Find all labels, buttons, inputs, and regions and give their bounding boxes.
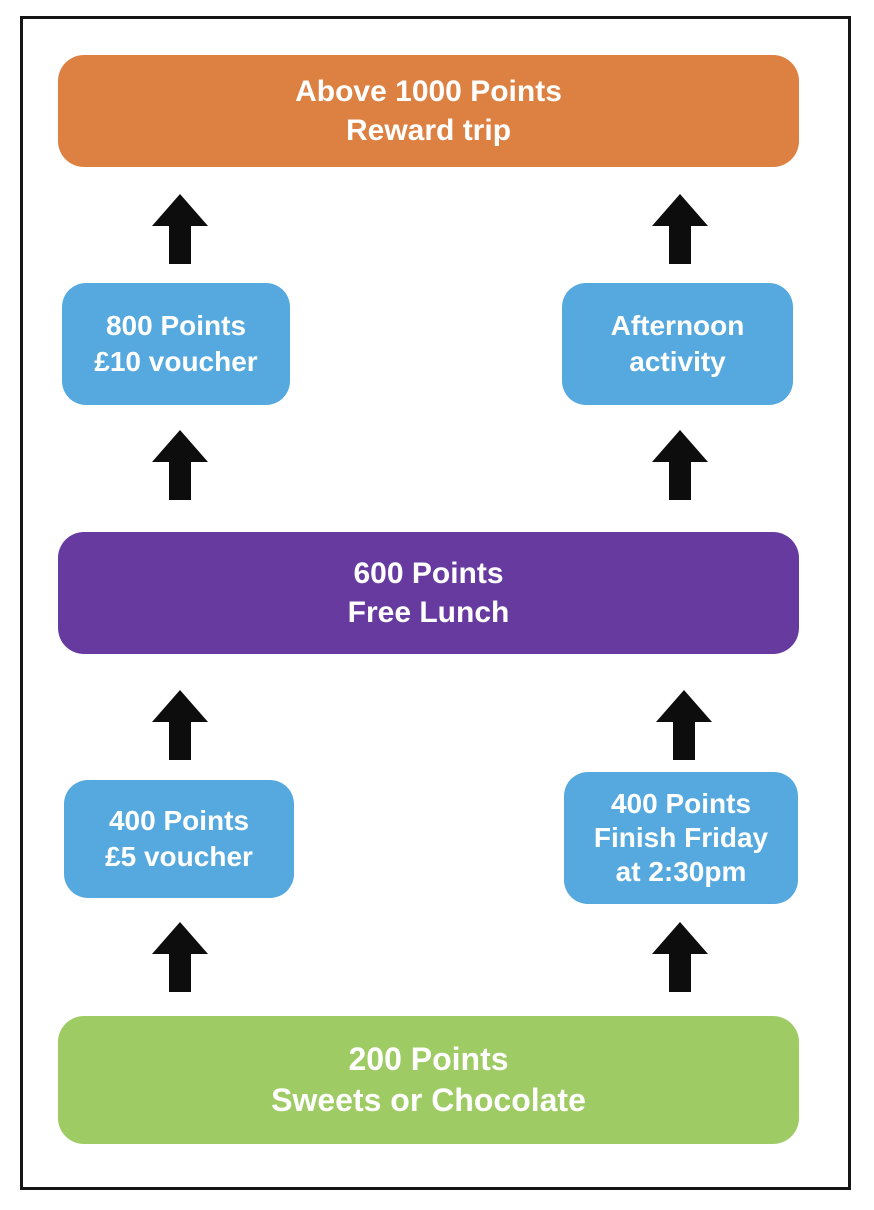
- up-arrow-icon: [652, 922, 708, 992]
- level-box-400-right-line2: Finish Friday: [593, 822, 769, 853]
- up-arrow-icon: [652, 430, 708, 500]
- up-arrow-icon: [152, 194, 208, 264]
- level-box-800-points-voucher: 800 Points £10 voucher: [62, 283, 290, 405]
- up-arrow-icon: [152, 690, 208, 760]
- up-arrow-icon: [152, 922, 208, 992]
- level-box-top-reward-trip: Above 1000 Points Reward trip: [58, 55, 799, 167]
- level-box-200-sweets-chocolate: 200 Points Sweets or Chocolate: [58, 1016, 799, 1144]
- level-box-400-left-line1: 400 Points: [108, 805, 250, 836]
- level-box-400-right-line1: 400 Points: [610, 788, 752, 819]
- level-box-top-line2: Reward trip: [345, 114, 512, 147]
- level-box-400-right-line3: at 2:30pm: [615, 856, 747, 887]
- level-box-afternoon-line2: activity: [629, 346, 726, 377]
- level-box-400-points-voucher: 400 Points £5 voucher: [64, 780, 294, 898]
- up-arrow-icon: [152, 430, 208, 500]
- level-box-600-line1: 600 Points: [353, 557, 504, 590]
- level-box-400-left-line2: £5 voucher: [105, 841, 253, 872]
- level-box-200-line2: Sweets or Chocolate: [271, 1082, 586, 1118]
- level-box-top-line1: Above 1000 Points: [295, 75, 562, 108]
- level-box-800-line2: £10 voucher: [94, 346, 258, 377]
- up-arrow-icon: [656, 690, 712, 760]
- level-box-400-finish-friday: 400 Points Finish Friday at 2:30pm: [564, 772, 798, 904]
- level-box-200-line1: 200 Points: [348, 1041, 509, 1077]
- level-box-afternoon-line1: Afternoon: [610, 310, 745, 341]
- level-box-800-line1: 800 Points: [105, 310, 247, 341]
- up-arrow-icon: [652, 194, 708, 264]
- level-box-afternoon-activity: Afternoon activity: [562, 283, 793, 405]
- level-box-600-free-lunch: 600 Points Free Lunch: [58, 532, 799, 654]
- level-box-600-line2: Free Lunch: [347, 596, 510, 629]
